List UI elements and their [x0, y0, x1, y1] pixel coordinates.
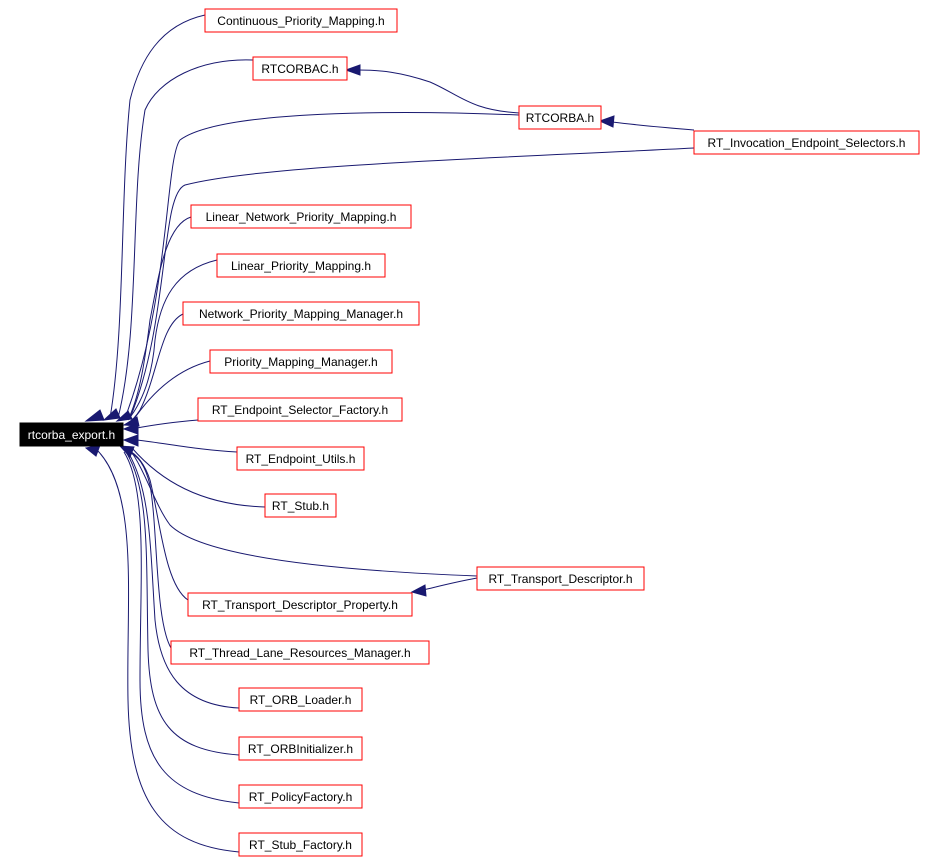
node-label: RT_ORB_Loader.h [250, 693, 352, 707]
node-rt-stub[interactable]: RT_Stub.h [264, 493, 337, 518]
node-rt-stub-factory[interactable]: RT_Stub_Factory.h [238, 832, 363, 857]
node-rt-invocation-endpoint-selectors[interactable]: RT_Invocation_Endpoint_Selectors.h [693, 130, 920, 155]
edge-stub-factory-to-root [94, 447, 240, 853]
edges [94, 14, 695, 853]
node-label: RT_Endpoint_Selector_Factory.h [212, 403, 388, 417]
edge-linear-to-root [127, 259, 218, 421]
edge-transport-to-root [129, 449, 478, 577]
node-label: RT_Thread_Lane_Resources_Manager.h [189, 646, 410, 660]
node-label: Priority_Mapping_Manager.h [224, 355, 377, 369]
node-box [238, 736, 363, 761]
node-priority-mapping-manager[interactable]: Priority_Mapping_Manager.h [209, 349, 393, 374]
edge-prio-mgr-to-root [131, 360, 211, 423]
arrowheads [84, 64, 615, 597]
edge-rtcorbac-to-root [117, 59, 254, 419]
node-box [197, 397, 403, 422]
node-label: RTCORBAC.h [261, 62, 338, 76]
node-box [238, 832, 363, 857]
node-label: Linear_Priority_Mapping.h [231, 259, 371, 273]
node-box [238, 784, 363, 809]
node-box [264, 493, 337, 518]
node-rtcorba[interactable]: RTCORBA.h [518, 105, 602, 130]
node-box [216, 253, 386, 278]
arrowhead-root-bot-b [84, 444, 101, 457]
edge-stub-to-root [131, 447, 266, 508]
node-rt-endpoint-utils[interactable]: RT_Endpoint_Utils.h [236, 446, 365, 471]
edge-orb-init-to-root [125, 451, 240, 756]
node-label: RTCORBA.h [526, 111, 594, 125]
node-label: Linear_Network_Priority_Mapping.h [206, 210, 397, 224]
node-box [182, 301, 420, 326]
root-node-label: rtcorba_export.h [28, 428, 115, 442]
edge-orb-loader-to-root [127, 451, 240, 709]
node-label: Continuous_Priority_Mapping.h [217, 14, 384, 28]
nodes: rtcorba_export.h Continuous_Priority_Map… [19, 8, 920, 857]
node-linear-priority-mapping[interactable]: Linear_Priority_Mapping.h [216, 253, 386, 278]
root-node[interactable]: rtcorba_export.h [19, 422, 124, 447]
edge-rtcorba-to-root [124, 112, 520, 419]
node-label: Network_Priority_Mapping_Manager.h [199, 307, 403, 321]
edge-rtcorba-to-rtcorbac [357, 69, 520, 114]
edge-policy-factory-to-root [123, 451, 240, 804]
node-continuous-priority-mapping[interactable]: Continuous_Priority_Mapping.h [204, 8, 398, 33]
node-label: RT_Transport_Descriptor_Property.h [202, 598, 398, 612]
arrowhead-transport-prop [410, 584, 427, 597]
arrowhead-root-mid-a [122, 422, 139, 435]
node-box [693, 130, 920, 155]
arrowhead-rtcorba [598, 115, 615, 128]
node-network-priority-mapping-manager[interactable]: Network_Priority_Mapping_Manager.h [182, 301, 420, 326]
arrowhead-rtcorbac [344, 64, 361, 76]
node-rt-orb-loader[interactable]: RT_ORB_Loader.h [238, 687, 363, 712]
node-label: RT_Endpoint_Utils.h [246, 452, 356, 466]
node-box [238, 687, 363, 712]
node-label: RT_PolicyFactory.h [249, 790, 353, 804]
node-rt-endpoint-selector-factory[interactable]: RT_Endpoint_Selector_Factory.h [197, 397, 403, 422]
node-linear-network-priority-mapping[interactable]: Linear_Network_Priority_Mapping.h [190, 204, 412, 229]
edge-transport-to-transport-prop [422, 577, 478, 591]
node-rt-transport-descriptor-property[interactable]: RT_Transport_Descriptor_Property.h [187, 592, 413, 617]
node-label: RT_Invocation_Endpoint_Selectors.h [708, 136, 906, 150]
node-label: RT_Transport_Descriptor.h [488, 572, 632, 586]
edge-ep-utils-to-root [136, 439, 238, 453]
edge-continuous-to-root [109, 14, 206, 419]
node-label: RT_Stub.h [272, 499, 329, 513]
edge-thread-lane-to-root [127, 451, 172, 649]
node-label: RT_Stub_Factory.h [249, 838, 352, 852]
node-rtcorbac[interactable]: RTCORBAC.h [252, 56, 348, 81]
node-label: RT_ORBInitializer.h [248, 742, 353, 756]
edge-invocation-to-rtcorba [611, 121, 695, 131]
node-box [236, 446, 365, 471]
node-box [190, 204, 412, 229]
node-rt-thread-lane-resources-manager[interactable]: RT_Thread_Lane_Resources_Manager.h [170, 640, 430, 665]
node-box [209, 349, 393, 374]
node-box [518, 105, 602, 130]
node-box [170, 640, 430, 665]
arrowhead-root-bot-a [118, 445, 135, 458]
node-rt-policyfactory[interactable]: RT_PolicyFactory.h [238, 784, 363, 809]
arrowhead-root-top-a [84, 409, 105, 422]
edge-transport-prop-to-root [127, 449, 189, 601]
root-node-box [19, 422, 124, 447]
arrowhead-root-top-b [102, 408, 121, 421]
node-box [252, 56, 348, 81]
node-box [204, 8, 398, 33]
edge-invocation-to-root [129, 147, 695, 419]
arrowhead-root-mid-b [122, 434, 139, 447]
node-box [476, 566, 645, 591]
node-rt-transport-descriptor[interactable]: RT_Transport_Descriptor.h [476, 566, 645, 591]
node-box [187, 592, 413, 617]
node-rt-orbinitializer[interactable]: RT_ORBInitializer.h [238, 736, 363, 761]
arrowhead-root-top-c [115, 410, 133, 422]
edge-linear-net-to-root [127, 216, 192, 421]
edge-sel-factory-to-root [136, 419, 199, 429]
